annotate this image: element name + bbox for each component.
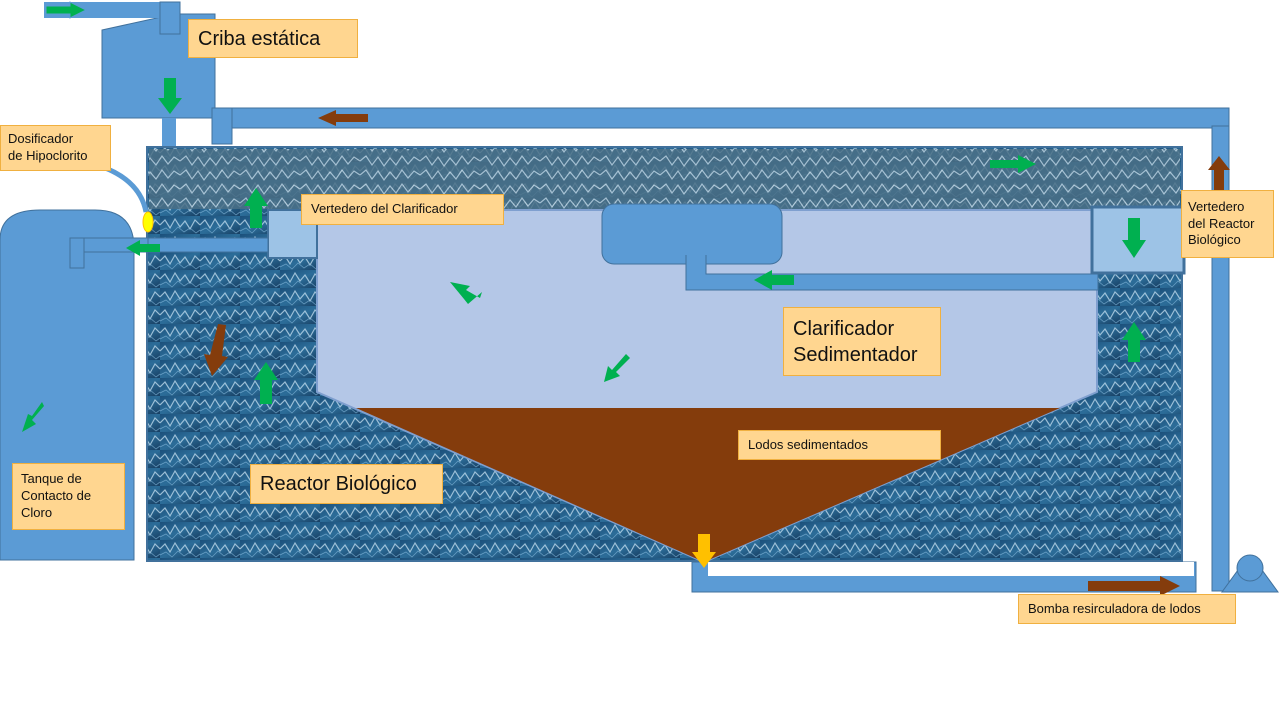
arrow-up-left-icon <box>450 282 482 304</box>
recirculation-pipe <box>211 107 1230 593</box>
arrow-down-icon <box>158 78 182 114</box>
arrow-up-icon <box>254 362 278 404</box>
label-chlorine-tank: Tanque de Contacto de Cloro <box>12 463 125 530</box>
arrow-up-icon <box>1122 322 1146 362</box>
arrow-right-icon <box>990 155 1036 173</box>
arrow-down-icon <box>204 324 228 376</box>
label-static-screen: Criba estática <box>188 19 358 58</box>
label-reactor-weir: Vertedero del Reactor Biológico <box>1181 190 1274 258</box>
hypochlorite-drop-icon <box>142 211 154 233</box>
arrow-left-icon <box>318 110 368 126</box>
arrow-left-icon <box>754 270 794 290</box>
label-settled-sludge: Lodos sedimentados <box>738 430 941 460</box>
label-sludge-pump: Bomba resirculadora de lodos <box>1018 594 1236 624</box>
arrow-down-left-icon <box>22 402 44 432</box>
label-clarifier-weir: Vertedero del Clarificador <box>301 194 504 225</box>
label-clarifier: Clarificador Sedimentador <box>783 307 941 376</box>
label-hypochlorite-doser: Dosificador de Hipoclorito <box>0 125 111 171</box>
arrow-down-icon <box>692 534 716 568</box>
arrow-up-icon <box>1208 156 1230 192</box>
arrow-right-icon <box>45 1 88 19</box>
arrow-left-icon <box>126 240 160 256</box>
arrow-right-icon <box>1088 576 1180 596</box>
clarifier-weir <box>147 209 318 259</box>
label-biological-reactor: Reactor Biológico <box>250 464 443 504</box>
sludge-pump-icon <box>1221 554 1279 593</box>
flow-arrows <box>22 1 1230 596</box>
arrow-down-left-icon <box>604 354 630 382</box>
arrow-down-icon <box>1122 218 1146 258</box>
arrow-up-icon <box>244 188 268 228</box>
